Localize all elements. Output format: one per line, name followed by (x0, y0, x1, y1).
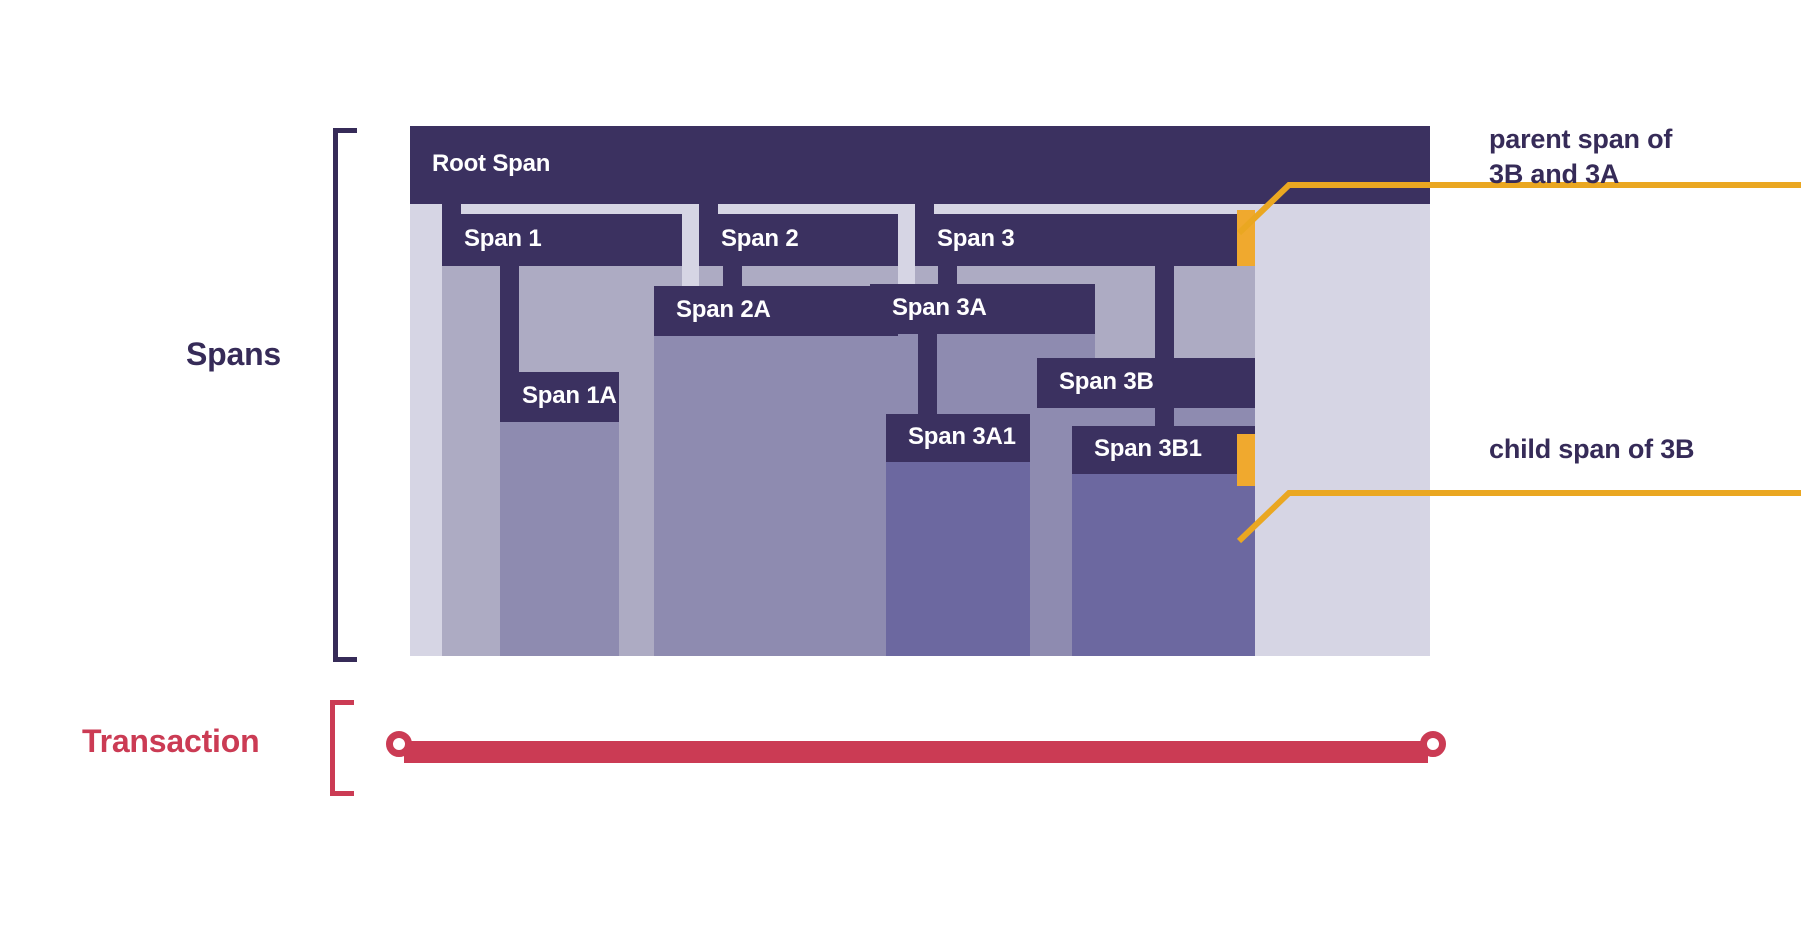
span-1a[interactable]: Span 1A (500, 372, 619, 656)
span-3a-header[interactable]: Span 3A (870, 284, 1095, 334)
transaction-start-node[interactable] (386, 731, 412, 757)
span-2a[interactable]: Span 2A (654, 286, 898, 656)
transaction-section-label: Transaction (82, 723, 260, 759)
span-3b-header[interactable]: Span 3B (1037, 358, 1255, 408)
connector-span3-to-span3b (1155, 256, 1174, 380)
span-2-header[interactable]: Span 2 (699, 214, 898, 266)
parent-annotation-leader (1236, 182, 1801, 236)
spans-bracket (333, 128, 357, 662)
span-root-label: Root Span (432, 150, 551, 177)
span-1-label: Span 1 (464, 225, 542, 252)
child-span-marker (1237, 434, 1255, 486)
span-3-label: Span 3 (937, 225, 1015, 252)
span-3b1-header[interactable]: Span 3B1 (1072, 426, 1255, 474)
span-1a-header[interactable]: Span 1A (500, 372, 619, 422)
span-3-header[interactable]: Span 3 (915, 214, 1255, 266)
span-2a-header[interactable]: Span 2A (654, 286, 898, 336)
span-3a-label: Span 3A (892, 294, 987, 321)
transaction-bracket (330, 700, 354, 796)
span-1a-label: Span 1A (522, 382, 617, 409)
span-3b1-label: Span 3B1 (1094, 435, 1202, 462)
span-3a1-label: Span 3A1 (908, 423, 1016, 450)
span-2-label: Span 2 (721, 225, 799, 252)
transaction-end-node[interactable] (1420, 731, 1446, 757)
span-3a1[interactable]: Span 3A1 (886, 414, 1030, 656)
child-annotation-leader (1236, 490, 1801, 544)
span-2a-label: Span 2A (676, 296, 771, 323)
span-3a1-header[interactable]: Span 3A1 (886, 414, 1030, 462)
span-3b1[interactable]: Span 3B1 (1072, 426, 1255, 656)
span-root-header[interactable]: Root Span (410, 126, 1430, 204)
parent-annotation-text: parent span of 3B and 3A (1489, 124, 1673, 189)
span-1-header[interactable]: Span 1 (442, 214, 682, 266)
span-3b-label: Span 3B (1059, 368, 1154, 395)
transaction-bar[interactable] (386, 731, 1446, 763)
transaction-line (404, 741, 1428, 763)
span-2a-body (654, 286, 898, 656)
child-annotation-text: child span of 3B (1489, 434, 1695, 464)
spans-section-label: Spans (186, 336, 282, 372)
